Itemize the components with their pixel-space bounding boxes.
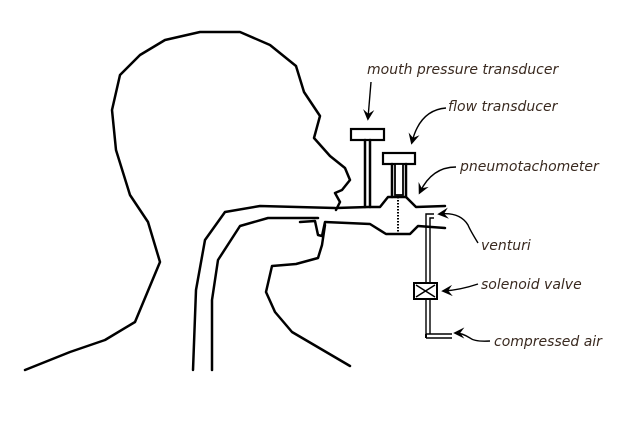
label-flow-transducer: flow transducer: [448, 99, 559, 115]
mouthpiece-top: [334, 195, 447, 210]
label-compressed-air: compressed air: [494, 334, 603, 350]
label-venturi: venturi: [481, 238, 531, 254]
arrow-mouth-pressure: [363, 81, 375, 121]
solenoid-valve: [413, 282, 438, 300]
airway-inner: [210, 216, 320, 372]
head-outline: [23, 30, 352, 372]
arrow-flow: [408, 107, 447, 145]
label-mouth-pressure-transducer: mouth pressure transducer: [367, 62, 559, 78]
flow-transducer: [381, 151, 417, 166]
mouth-pressure-transducer: [349, 127, 386, 142]
arrow-venturi: [437, 207, 479, 244]
arrow-solenoid: [441, 283, 479, 297]
mouthpiece-bottom: [298, 219, 447, 238]
arrow-compressed-air: [453, 327, 491, 342]
air-line-inner: [429, 217, 434, 334]
airway-outer: [191, 204, 337, 372]
arrow-pneumotach: [418, 166, 457, 195]
label-solenoid-valve: solenoid valve: [481, 277, 582, 293]
air-inlet: [426, 333, 452, 339]
label-pneumotachometer: pneumotachometer: [459, 159, 600, 175]
flow-tube: [394, 163, 404, 196]
jaw-outline: [264, 223, 352, 368]
